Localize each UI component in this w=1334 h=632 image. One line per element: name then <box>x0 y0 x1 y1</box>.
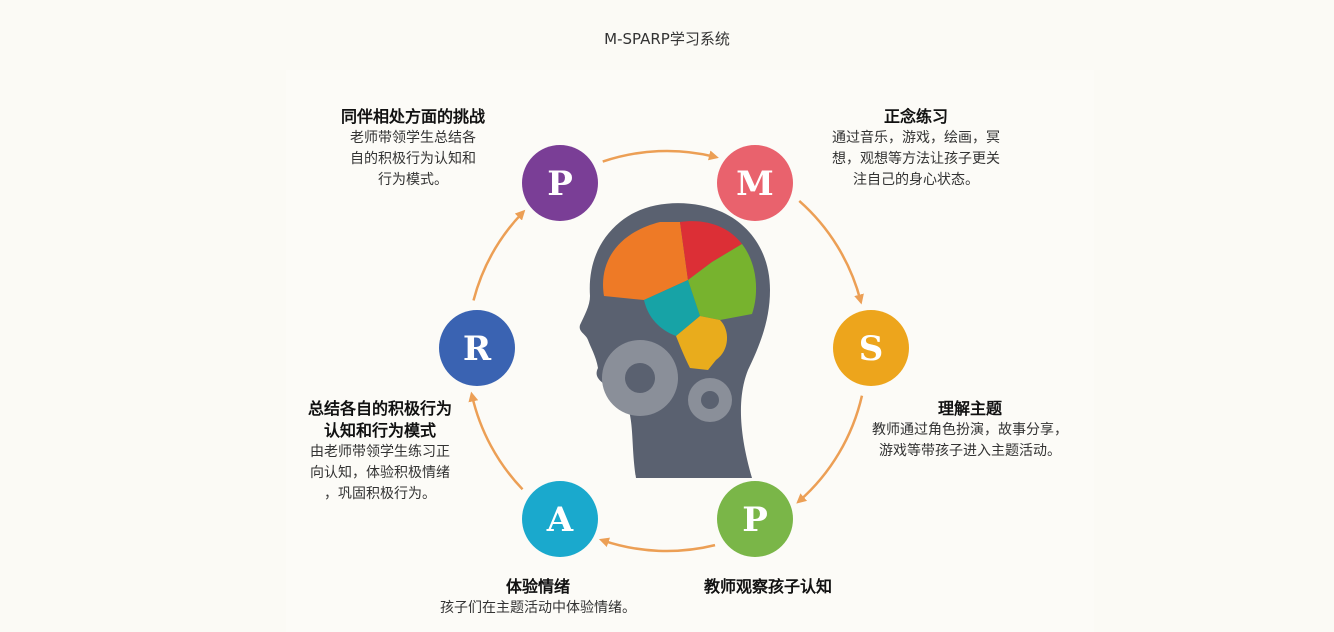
block-line: 老师带领学生总结各 <box>350 130 476 146</box>
block-line: 注自己的身心状态。 <box>853 172 979 188</box>
block-experience-emotion: 体验情绪 孩子们在主题活动中体验情绪。 <box>420 576 656 619</box>
node-letter: M <box>736 164 774 204</box>
block-line: 教师通过角色扮演，故事分享， <box>872 422 1068 438</box>
block-line: 想，观想等方法让孩子更关 <box>832 151 1000 167</box>
block-title: 同伴相处方面的挑战 <box>340 107 485 126</box>
node-p1: P <box>522 145 598 221</box>
block-summary: 总结各自的积极行为 认知和行为模式 由老师带领学生练习正 向认知，体验积极情绪 … <box>290 398 470 505</box>
cycle-arrow <box>468 391 524 491</box>
node-circle <box>522 145 598 221</box>
block-line: 游戏等带孩子进入主题活动。 <box>879 443 1061 459</box>
block-title: 教师观察孩子认知 <box>703 577 832 596</box>
block-peer-challenges: 同伴相处方面的挑战 老师带领学生总结各 自的积极行为认知和 行为模式。 <box>318 106 508 191</box>
block-title: 正念练习 <box>883 107 948 126</box>
node-circle <box>717 481 793 557</box>
node-a: A <box>522 481 598 557</box>
cycle-arrow <box>598 537 716 553</box>
head-illustration <box>579 203 770 478</box>
node-letter: A <box>546 500 574 540</box>
node-circle <box>833 310 909 386</box>
block-line: 孩子们在主题活动中体验情绪。 <box>440 600 636 616</box>
node-circle <box>522 481 598 557</box>
node-letter: P <box>742 500 768 540</box>
cycle-arrow <box>796 395 864 504</box>
node-r: R <box>439 310 515 386</box>
node-p2: P <box>717 481 793 557</box>
block-line: 通过音乐，游戏，绘画，冥 <box>832 130 1000 146</box>
block-title: 认知和行为模式 <box>323 421 436 440</box>
cycle-arrow <box>472 209 526 301</box>
block-line: ，巩固积极行为。 <box>324 486 436 502</box>
block-line: 向认知，体验积极情绪 <box>310 465 450 481</box>
node-letter: P <box>547 164 573 204</box>
block-understand-theme: 理解主题 教师通过角色扮演，故事分享， 游戏等带孩子进入主题活动。 <box>860 398 1080 462</box>
block-teacher-observe: 教师观察孩子认知 <box>680 576 856 598</box>
brain-lobes <box>603 221 757 370</box>
block-title: 体验情绪 <box>505 577 570 596</box>
gear-icon <box>602 340 732 422</box>
node-s: S <box>833 310 909 386</box>
block-line: 行为模式。 <box>378 172 448 188</box>
cycle-arrows <box>468 149 864 553</box>
cycle-arrow <box>798 200 864 305</box>
node-letter: R <box>463 329 492 369</box>
cycle-arrow <box>602 149 719 163</box>
block-line: 由老师带领学生练习正 <box>310 444 450 460</box>
block-line: 自的积极行为认知和 <box>350 151 476 167</box>
node-letter: S <box>859 329 884 369</box>
node-m: M <box>717 145 793 221</box>
node-circle <box>439 310 515 386</box>
node-circle <box>717 145 793 221</box>
block-title: 总结各自的积极行为 <box>307 399 452 418</box>
page-title: M-SPARP学习系统 <box>604 30 730 48</box>
block-title: 理解主题 <box>937 399 1002 418</box>
block-mindfulness: 正念练习 通过音乐，游戏，绘画，冥 想，观想等方法让孩子更关 注自己的身心状态。 <box>816 106 1016 191</box>
